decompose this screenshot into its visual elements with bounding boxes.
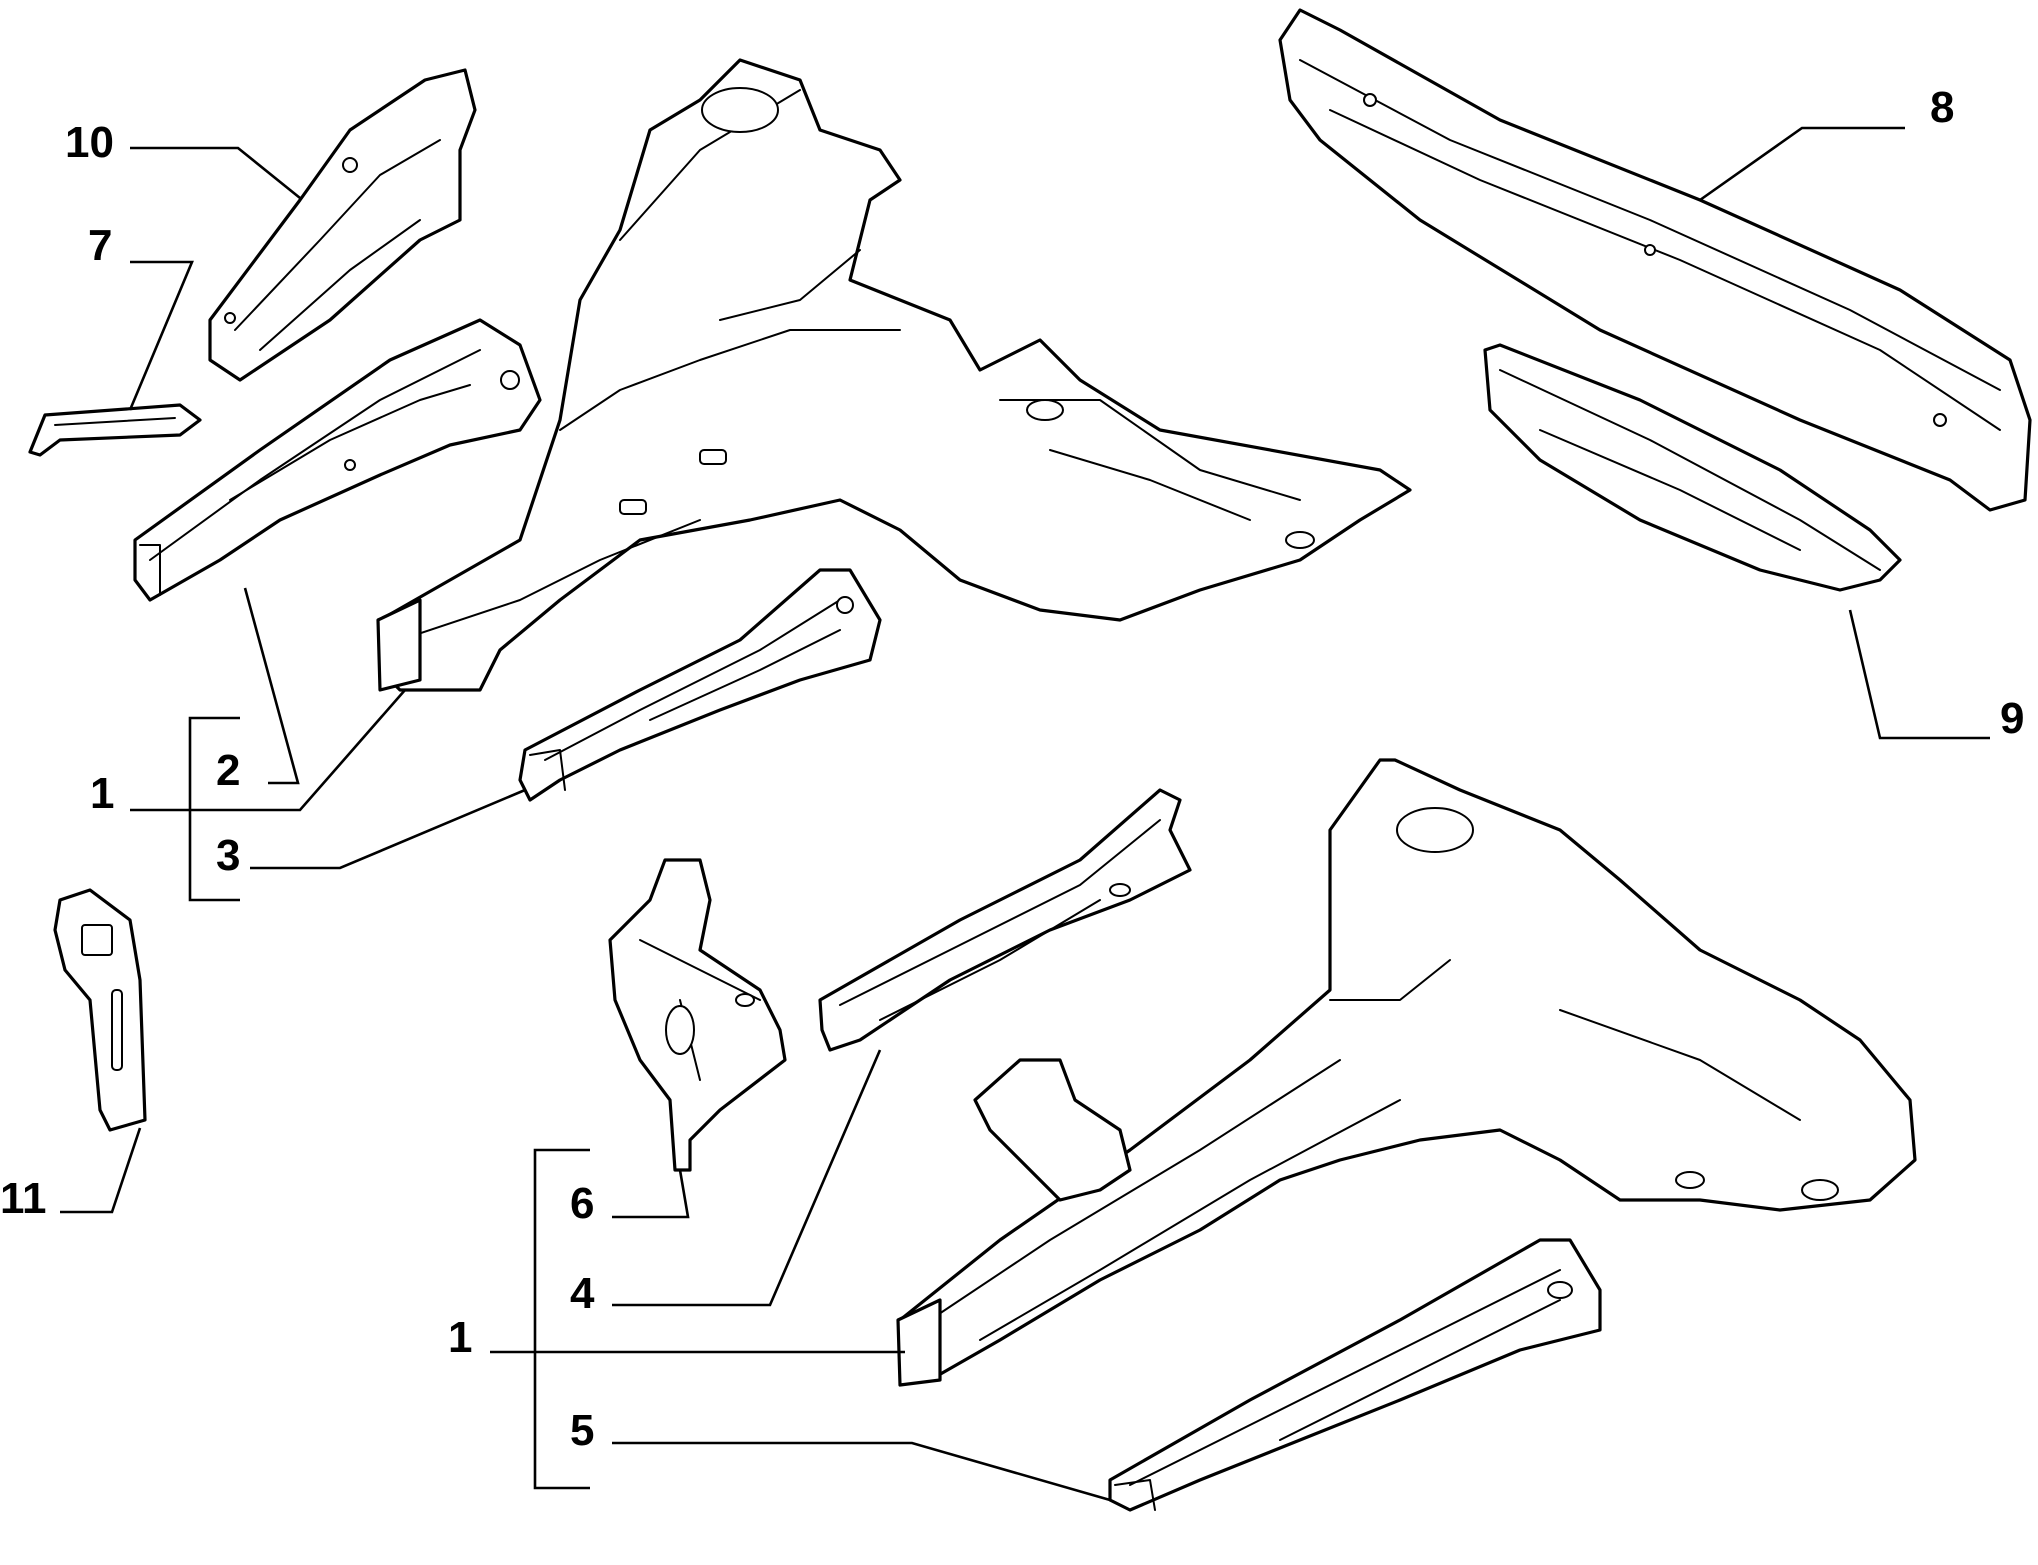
part-7-small-bracket[interactable] <box>28 403 202 457</box>
part-9-lower-cross-member[interactable] <box>1483 343 1902 592</box>
callout-labels: 10 7 8 9 2 1 3 11 6 4 1 5 <box>0 83 2024 1455</box>
callout-11: 11 <box>0 1174 47 1223</box>
leader-lines <box>60 126 1990 1502</box>
part-2-side-member[interactable] <box>133 318 542 602</box>
part-10-upper-bracket[interactable] <box>208 68 477 382</box>
part-8-cross-member[interactable] <box>1278 8 2032 512</box>
part-11-vertical-bracket[interactable] <box>53 888 147 1132</box>
callout-1-bottom: 1 <box>448 1313 472 1362</box>
part-5-lower-member[interactable] <box>1108 1238 1602 1512</box>
part-6-mount-bracket[interactable] <box>608 858 787 1172</box>
callout-7: 7 <box>88 221 112 270</box>
callout-10: 10 <box>65 118 114 167</box>
callout-8: 8 <box>1930 83 1954 132</box>
part-4-upper-rail[interactable] <box>818 788 1192 1052</box>
main-assembly-lower[interactable] <box>896 758 1917 1387</box>
callout-4: 4 <box>570 1269 595 1318</box>
callout-5: 5 <box>570 1406 594 1455</box>
callout-6: 6 <box>570 1179 594 1228</box>
callout-9: 9 <box>2000 694 2024 743</box>
callout-1-top: 1 <box>90 769 114 818</box>
callout-2: 2 <box>216 746 240 795</box>
part-3-lower-member[interactable] <box>518 568 882 802</box>
callout-3: 3 <box>216 831 240 880</box>
main-assembly-upper[interactable] <box>376 58 1412 692</box>
